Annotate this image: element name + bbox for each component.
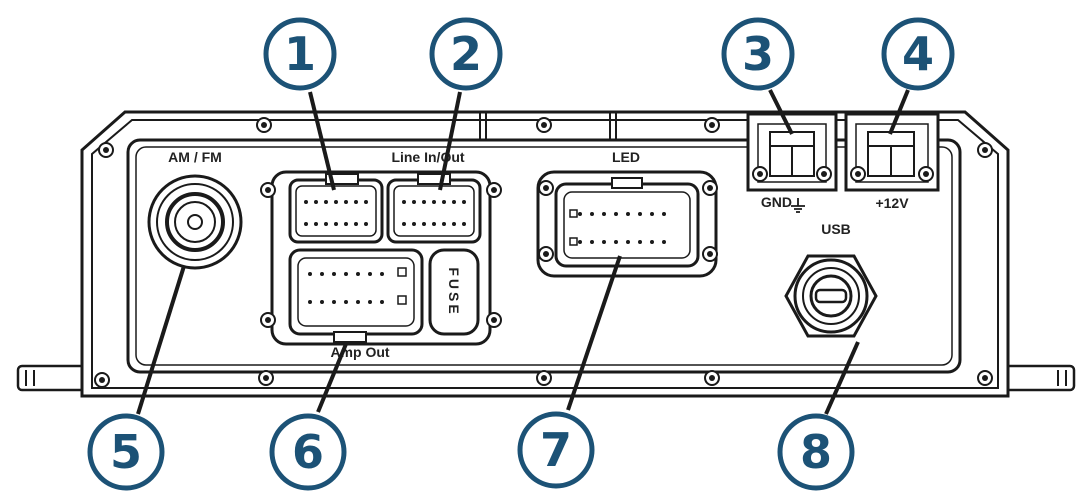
am-fm-antenna-connector: [147, 174, 243, 270]
callout-number-3: 3: [742, 27, 774, 81]
callout-number-8: 8: [800, 425, 832, 479]
leader-lines: [136, 89, 910, 415]
callout-3: 3: [721, 17, 795, 91]
connector-2: [386, 173, 482, 244]
callout-7: 7: [517, 411, 595, 489]
callout-5: 5: [87, 413, 165, 491]
leader-line-4: [888, 89, 910, 135]
leader-line-1: [308, 91, 336, 191]
leader-line-3: [768, 89, 794, 135]
callout-number-5: 5: [110, 425, 142, 479]
label-fuse: FUSE: [446, 267, 462, 316]
label-led: LED: [612, 149, 640, 165]
leader-line-6: [316, 343, 348, 413]
connector-1: [288, 173, 384, 244]
connector-7-led: [536, 170, 718, 278]
callout-8: 8: [777, 413, 855, 491]
callout-number-7: 7: [540, 423, 572, 477]
callout-number-4: 4: [902, 27, 934, 81]
fuse-holder: [428, 248, 480, 336]
callout-2: 2: [429, 17, 503, 91]
label-plus-12v: +12V: [875, 195, 909, 211]
callout-number-6: 6: [292, 425, 324, 479]
callout-1: 1: [263, 17, 337, 91]
label-gnd: GND: [761, 194, 792, 210]
callout-number-1: 1: [284, 27, 316, 81]
leader-line-7: [566, 255, 622, 411]
callout-6: 6: [269, 413, 347, 491]
connector-6-amp-out: [288, 248, 424, 343]
ground-symbol-icon: [791, 198, 805, 213]
leader-line-8: [824, 341, 860, 415]
label-line-in-out: Line In/Out: [391, 149, 464, 165]
label-am-fm: AM / FM: [168, 149, 222, 165]
usb-port: [784, 254, 878, 338]
callout-number-2: 2: [450, 27, 482, 81]
leader-line-5: [136, 265, 186, 415]
callout-4: 4: [881, 17, 955, 91]
label-usb: USB: [821, 221, 851, 237]
leader-line-2: [438, 91, 462, 191]
gnd-terminal-3: [746, 112, 838, 192]
